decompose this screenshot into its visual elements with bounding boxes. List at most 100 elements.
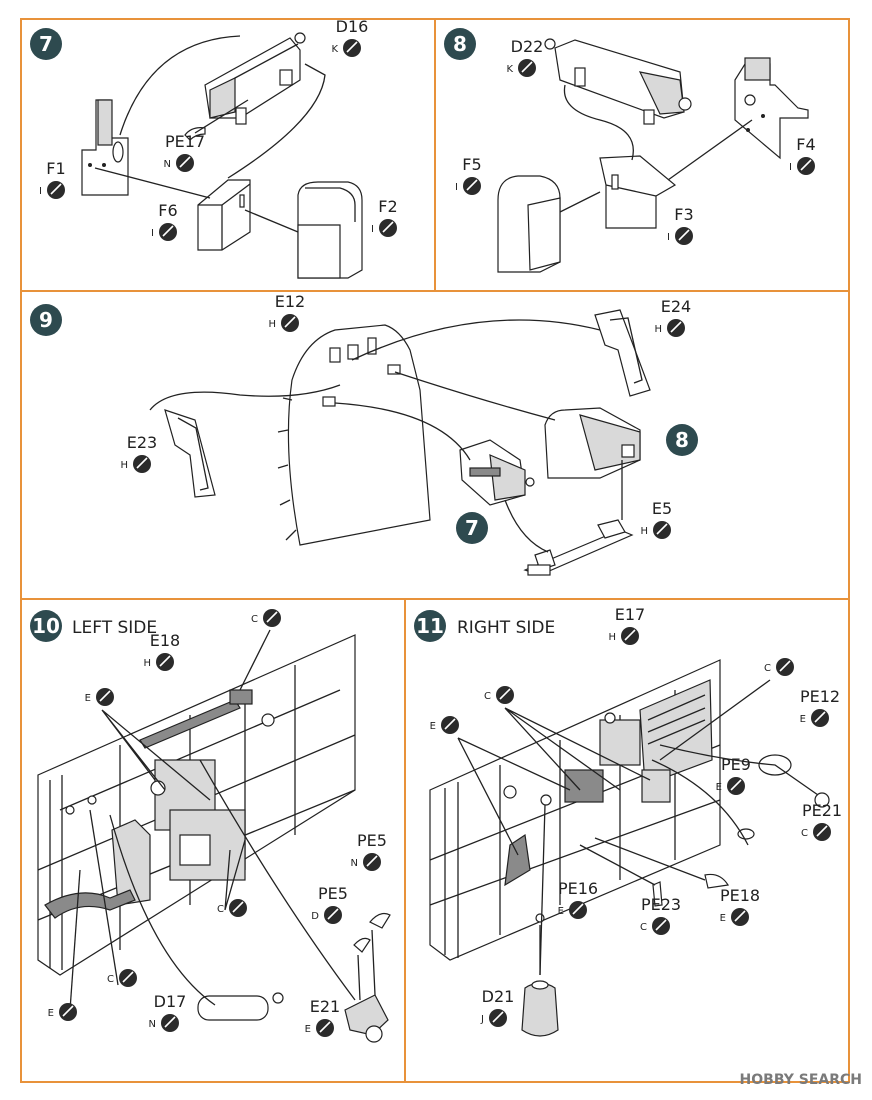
part-callout: E [48,1003,77,1021]
paint-code-label: E [430,721,436,732]
step-11-title: RIGHT SIDE [457,618,555,638]
leader-line [119,35,241,136]
paint-code-label: I [455,182,458,193]
step-9-number: 9 [39,308,53,332]
part-callout: F2I [371,197,398,237]
leader-line [457,737,571,856]
part-callout: C [764,658,794,676]
paint-code-label: H [654,324,662,335]
svg-text:7: 7 [465,516,479,540]
paint-code-label: D [311,911,319,922]
part-number-label: E17 [615,605,645,624]
part-number-label: F3 [674,205,693,224]
part-number-label: E18 [150,631,180,650]
part-number-label: F5 [462,155,481,174]
paint-code-label: I [371,224,374,235]
fuselage-right-side [429,659,721,961]
rail-e5 [523,519,634,576]
leader-line [351,319,601,361]
paint-code-label: H [268,319,276,330]
part-number-label: F4 [796,135,815,154]
leader-line [357,929,376,1001]
gun-assembly-7 [459,439,535,506]
leader-line [94,167,211,199]
leader-line [224,839,246,911]
part-number-label: PE17 [165,132,205,151]
step-10-title: LEFT SIDE [72,618,157,638]
part-callout: C [484,686,514,704]
paint-code-label: H [608,632,616,643]
cover-f5 [497,175,561,273]
paint-code-label: K [506,64,513,75]
paint-code-label: E [85,693,91,704]
bracket-f1 [81,99,129,196]
leader-line [659,744,819,796]
block-f3 [599,155,677,229]
leader-line [89,809,119,986]
part-number-label: PE12 [800,687,840,706]
part-number-label: D16 [336,17,369,36]
part-number-label: D17 [154,992,187,1011]
part-callout: F6I [151,201,178,241]
step-8-number: 8 [453,32,467,56]
leader-line [667,119,753,181]
bracket-f4 [734,57,809,160]
part-number-label: PE16 [558,879,598,898]
paint-code-label: E [800,714,806,725]
part-number-label: PE5 [318,884,348,903]
part-number-label: D21 [482,987,515,1006]
step-11-number: 11 [416,614,444,638]
watermark: HOBBY SEARCH [739,1072,862,1088]
bottle-d21 [521,913,559,1037]
paint-code-label: J [480,1014,484,1025]
paint-code-label: C [801,828,808,839]
leader-line [394,371,556,421]
part-callout: E [430,716,459,734]
paint-code-label: E [48,1008,54,1019]
leader-line [659,679,771,761]
paint-code-label: C [217,904,224,915]
paint-code-label: H [143,658,151,669]
paint-code-label: I [667,232,670,243]
cover-f2 [297,181,363,279]
leader-line [559,191,601,213]
step-9-ref-8: 8 [666,424,698,456]
part-number-label: PE18 [720,886,760,905]
pe5-parts [353,912,391,953]
part-number-label: E23 [127,433,157,452]
gun-body-d22 [544,38,692,125]
part-number-label: D22 [511,37,544,56]
leader-line [194,99,249,134]
part-number-label: PE9 [721,755,751,774]
paint-code-label: I [39,186,42,197]
paint-code-label: C [764,663,771,674]
leader-line [69,869,81,1011]
leader-line [199,759,356,1001]
part-callout: F1I [39,159,66,199]
step-10-badge: 10 [30,610,62,642]
part-callout: F3I [667,205,694,245]
bracket-e23 [164,409,216,498]
paint-code-label: H [640,526,648,537]
part-callout: E [85,688,114,706]
paint-code-label: K [331,44,338,55]
paint-code-label: E [716,782,722,793]
step-11-badge: 11 [414,610,446,642]
leader-line [239,629,271,691]
block-f6 [197,179,251,251]
